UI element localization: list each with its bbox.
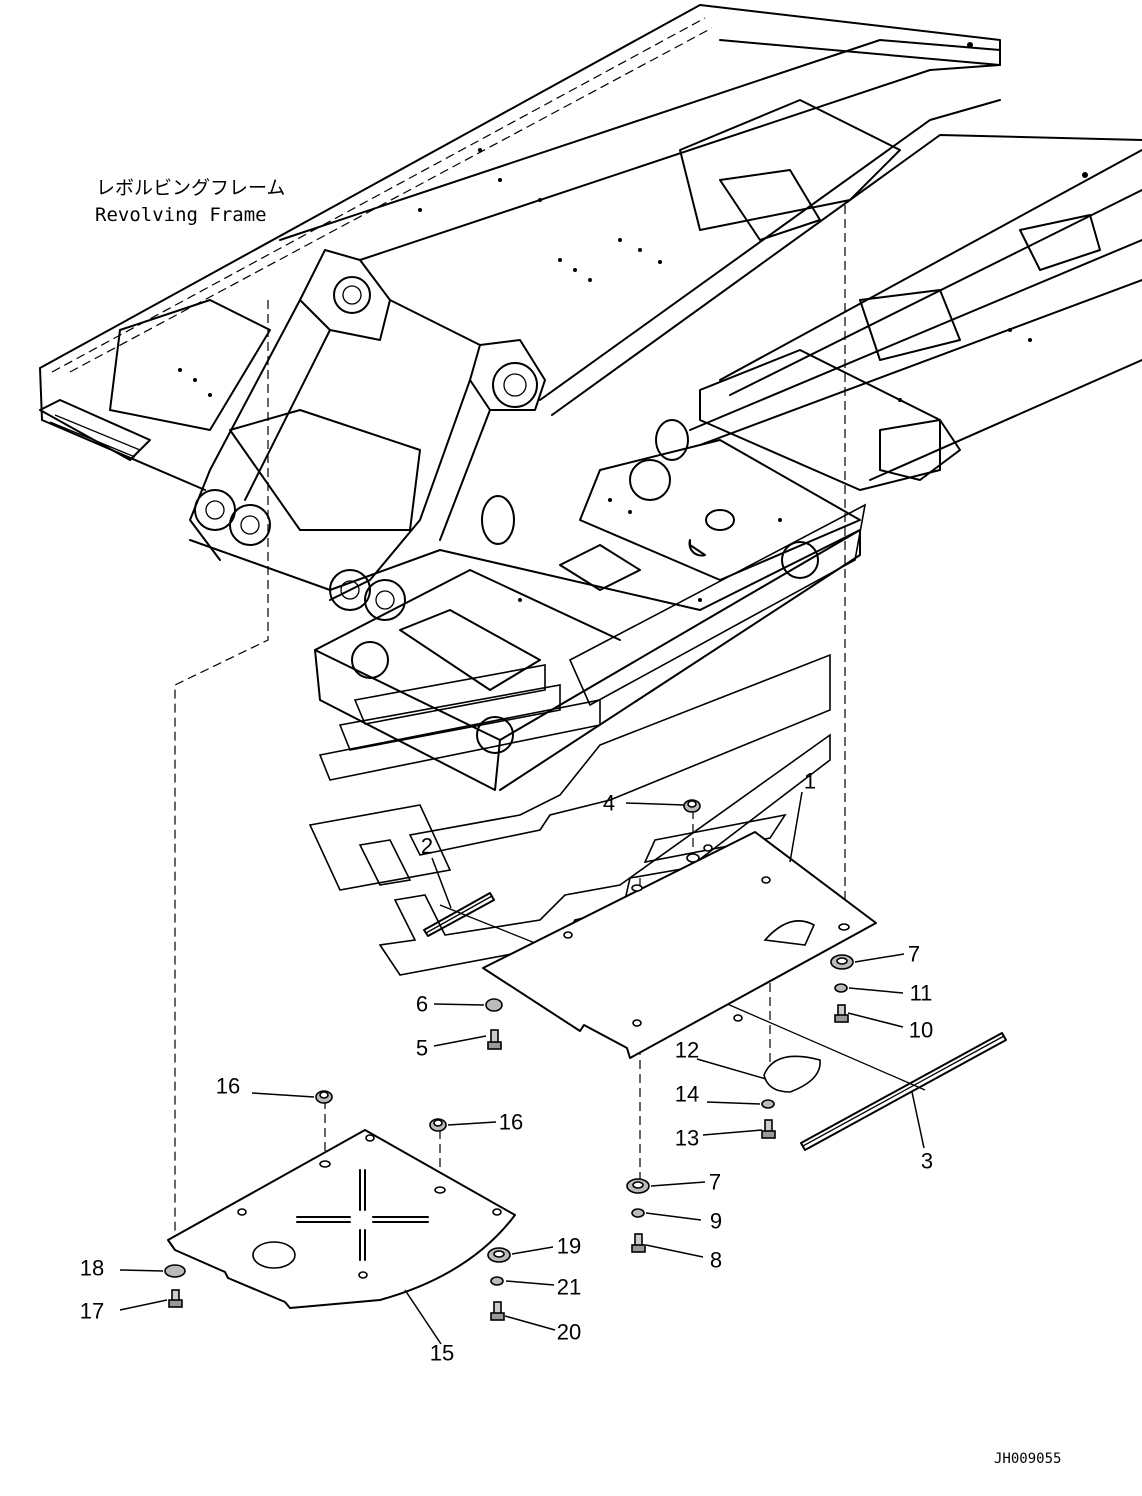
callout-19: 19 [557,1234,581,1259]
part-4-nut [683,799,701,813]
callout-15: 15 [430,1341,454,1366]
frame-label-en: Revolving Frame [95,204,267,226]
callout-leaders [119,791,925,1345]
part-18-washer [164,1264,186,1278]
callout-17: 17 [80,1299,104,1324]
callout-16-left: 16 [216,1074,240,1099]
callout-3: 3 [921,1149,933,1174]
part-11-washer [834,983,848,993]
part-16-nut-left [315,1090,333,1104]
part-8-bolt [631,1233,646,1253]
revolving-frame [39,4,1142,791]
frame-label-jp: レボルビングフレーム [96,177,285,199]
callout-7-upper: 7 [908,942,920,967]
part-16-nut-right [429,1118,447,1132]
callout-20: 20 [557,1320,581,1345]
part-7-washer-lower [626,1178,650,1194]
callout-11: 11 [910,981,933,1006]
part-17-bolt [168,1289,183,1308]
callout-4: 4 [603,791,615,816]
callout-21: 21 [557,1275,581,1300]
hardware [164,799,854,1321]
frame-holes [178,42,1088,602]
part-3-strip [800,1032,1007,1151]
part-10-bolt [834,1004,849,1023]
callout-18: 18 [80,1256,104,1281]
part-13-bolt [761,1119,776,1139]
center-lines [174,205,926,1240]
part-6-washer [485,998,503,1012]
callout-9: 9 [710,1209,722,1234]
part-21-washer [490,1276,504,1286]
callout-2: 2 [421,834,433,859]
callout-10: 10 [909,1018,933,1043]
callout-5: 5 [416,1036,428,1061]
callout-16-right: 16 [499,1110,523,1135]
drawing-code: JH009055 [994,1451,1061,1467]
part-19-washer [487,1247,511,1263]
part-14-washer [761,1099,775,1109]
part-15-cover-plate [167,1129,516,1309]
part-9-washer [631,1208,645,1218]
callout-7-lower: 7 [709,1170,721,1195]
callout-12: 12 [675,1038,699,1063]
callout-14: 14 [675,1082,699,1107]
callout-6: 6 [416,992,428,1017]
callout-1: 1 [804,769,816,794]
part-12-small-cover [763,1055,821,1093]
part-2-strip [423,892,495,937]
frame-label: レボルビングフレーム Revolving Frame [95,177,285,226]
part-1-cover-plate [482,831,877,1059]
part-5-bolt [487,1029,502,1050]
callout-8: 8 [710,1248,722,1273]
part-20-bolt [490,1301,505,1321]
part-7-washer-upper [830,954,854,970]
callout-13: 13 [675,1126,699,1151]
callout-numbers: 1 2 3 4 5 6 7 7 8 9 10 11 12 13 14 15 16… [80,769,933,1366]
